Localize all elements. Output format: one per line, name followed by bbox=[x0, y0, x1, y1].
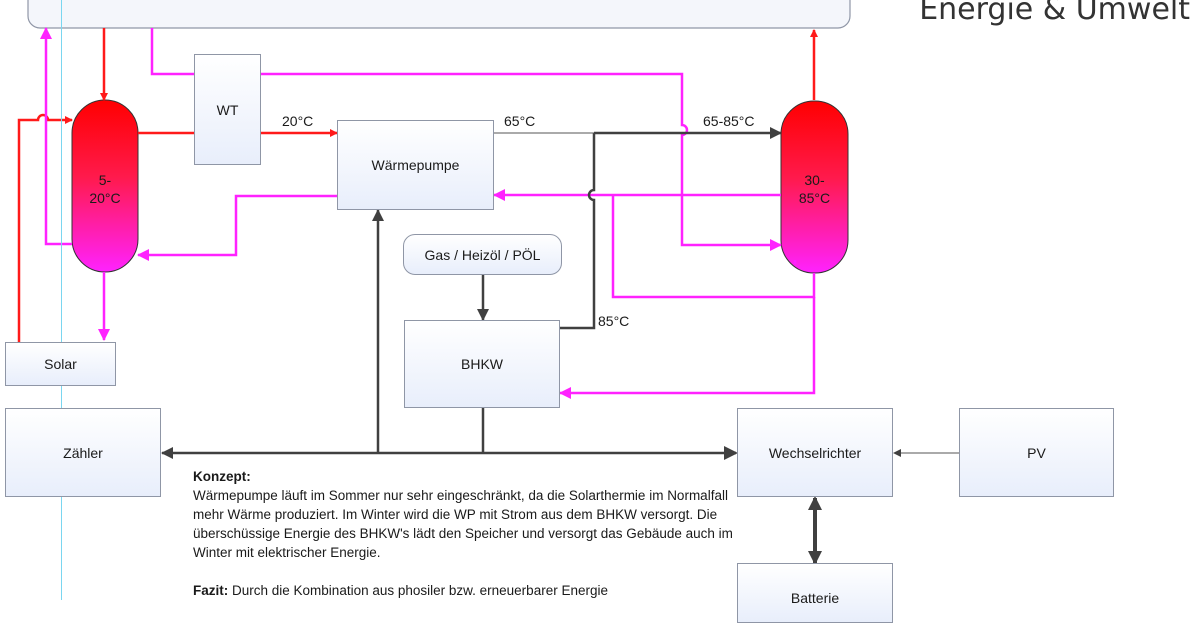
cold-tank-label: 5- 20°C bbox=[72, 171, 138, 207]
wt-box[interactable]: WT bbox=[194, 54, 261, 165]
waermepumpe-label: Wärmepumpe bbox=[371, 157, 460, 173]
magenta-lines bbox=[40, 27, 816, 399]
guide-line bbox=[61, 0, 62, 600]
batterie-label: Batterie bbox=[790, 590, 840, 606]
bhkw-box[interactable]: BHKW bbox=[404, 320, 560, 408]
cold-tank-label-line2: 20°C bbox=[89, 190, 121, 206]
konzept-body: Wärmepumpe läuft im Sommer nur sehr eing… bbox=[193, 488, 733, 560]
pv-box[interactable]: PV bbox=[959, 408, 1114, 497]
hot-tank-label: 30- 85°C bbox=[781, 171, 848, 207]
page-title: Energie & Umwelt bbox=[919, 0, 1190, 27]
bhkw-label: BHKW bbox=[461, 356, 503, 372]
zaehler-box[interactable]: Zähler bbox=[5, 408, 161, 497]
wt-label: WT bbox=[216, 101, 239, 118]
solar-box[interactable]: Solar bbox=[5, 342, 116, 386]
wechselrichter-label: Wechselrichter bbox=[768, 444, 862, 461]
dark-lines bbox=[161, 127, 822, 565]
temp-label-20: 20°C bbox=[282, 113, 314, 129]
hot-tank-label-line1: 30- bbox=[804, 172, 825, 188]
energy-flow-diagram bbox=[17, 0, 959, 565]
wechselrichter-box[interactable]: Wechselrichter bbox=[737, 408, 893, 497]
temp-label-85: 85°C bbox=[598, 313, 630, 329]
fazit-body: Durch die Kombination aus phosiler bzw. … bbox=[232, 583, 608, 598]
konzept-label: Konzept: bbox=[193, 469, 251, 484]
hot-tank-label-line2: 85°C bbox=[798, 190, 831, 206]
waermepumpe-box[interactable]: Wärmepumpe bbox=[337, 120, 494, 210]
zaehler-label: Zähler bbox=[63, 444, 103, 461]
fazit-label: Fazit: bbox=[193, 583, 229, 598]
batterie-box[interactable]: Batterie bbox=[737, 563, 893, 623]
pv-label: PV bbox=[1027, 444, 1046, 461]
solar-label: Solar bbox=[44, 356, 77, 372]
concept-text: Konzept: Wärmepumpe läuft im Sommer nur … bbox=[193, 467, 733, 600]
temp-label-65: 65°C bbox=[504, 113, 536, 129]
temp-label-65-85: 65-85°C bbox=[703, 113, 755, 129]
building-bar bbox=[27, 0, 851, 29]
fuel-box[interactable]: Gas / Heizöl / PÖL bbox=[403, 234, 562, 275]
thin-lines bbox=[494, 132, 959, 457]
cold-tank-label-line1: 5- bbox=[98, 172, 112, 188]
fuel-label: Gas / Heizöl / PÖL bbox=[424, 246, 541, 263]
